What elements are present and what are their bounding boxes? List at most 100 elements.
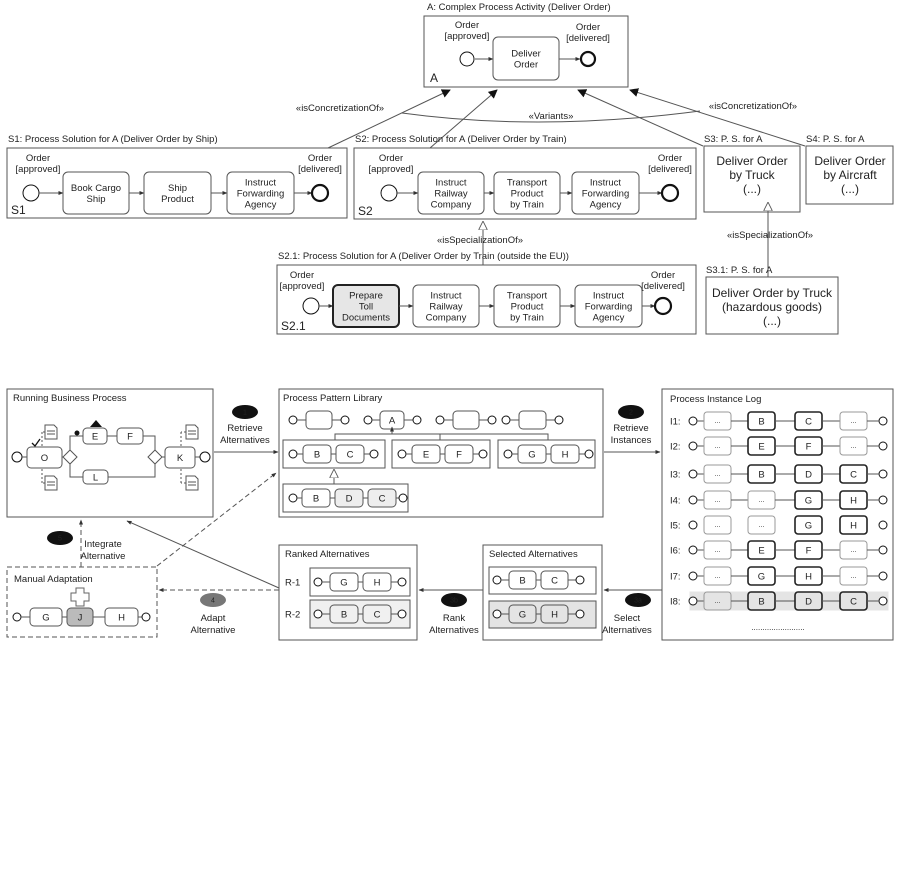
end-event bbox=[660, 183, 680, 203]
task-l-label: L bbox=[93, 473, 98, 484]
pattern-placeholder[interactable] bbox=[452, 410, 480, 430]
instance-row-label: I2: bbox=[670, 442, 681, 453]
instance-task-label: ... bbox=[851, 443, 857, 450]
instance-task-label: ... bbox=[759, 522, 765, 529]
start-event bbox=[688, 441, 698, 451]
step-badge-s4 bbox=[200, 593, 226, 607]
pattern-task-label: B bbox=[314, 450, 320, 461]
end-event bbox=[487, 415, 497, 425]
step-label: Retrieve bbox=[613, 423, 648, 434]
step-badge-s1 bbox=[232, 405, 258, 419]
start-event bbox=[492, 609, 502, 619]
start-event-label: Order bbox=[26, 153, 50, 164]
task-label: Agency bbox=[593, 313, 625, 324]
step-badge-s2 bbox=[618, 405, 644, 419]
pattern-task-label: F bbox=[456, 450, 462, 461]
end-event-label: [delivered] bbox=[566, 33, 610, 44]
task-label: Toll bbox=[359, 302, 373, 313]
instance-task[interactable] bbox=[703, 515, 732, 535]
step-label: Select bbox=[614, 613, 641, 624]
start-event bbox=[363, 415, 373, 425]
end-event bbox=[575, 575, 585, 585]
instance-task-label: B bbox=[758, 597, 764, 608]
start-event-label: [approved] bbox=[280, 281, 325, 292]
end-event bbox=[369, 449, 379, 459]
pattern-task-label: D bbox=[346, 494, 353, 505]
start-event bbox=[12, 612, 22, 622]
start-event-label: Order bbox=[290, 270, 314, 281]
task-label: Transport bbox=[507, 178, 548, 189]
pattern-placeholder[interactable] bbox=[518, 410, 547, 430]
task-label: Company bbox=[426, 313, 467, 324]
instance-row-label: I5: bbox=[670, 521, 681, 532]
hierarchy-line bbox=[334, 433, 549, 440]
task-k-label: K bbox=[177, 453, 184, 464]
start-event-label: [approved] bbox=[445, 31, 490, 42]
step-number: 1 bbox=[243, 410, 247, 417]
end-event bbox=[878, 469, 888, 479]
end-event-label: Order bbox=[651, 270, 675, 281]
document-icon bbox=[185, 424, 199, 440]
start-event bbox=[688, 545, 698, 555]
instance-task-label: H bbox=[805, 572, 812, 583]
instance-task-label: E bbox=[758, 546, 764, 557]
concretization-arrow-s1 bbox=[327, 89, 451, 149]
s3-text: by Truck bbox=[729, 168, 775, 182]
step-label: Alternatives bbox=[602, 625, 652, 636]
instance-task-label: E bbox=[758, 442, 764, 453]
step-badge-s3b bbox=[441, 593, 467, 607]
adaptation-task-label: G bbox=[42, 613, 49, 624]
start-event bbox=[503, 449, 513, 459]
concretization-arrow-s4 bbox=[629, 88, 806, 147]
instance-task-label: H bbox=[850, 521, 857, 532]
step-badge-s3a bbox=[625, 593, 651, 607]
task-o-label: O bbox=[41, 453, 48, 464]
end-event bbox=[878, 520, 888, 530]
step-label: Instances bbox=[611, 435, 652, 446]
step-label: Alternative bbox=[81, 551, 126, 562]
task-label: Forwarding bbox=[585, 302, 633, 313]
pattern-task-label: C bbox=[347, 450, 354, 461]
instance-task-label: G bbox=[805, 521, 812, 532]
pattern-task-label: G bbox=[528, 450, 535, 461]
instance-task-label: ... bbox=[715, 547, 721, 554]
start-event bbox=[688, 596, 698, 606]
step-badge-s5 bbox=[47, 531, 73, 545]
s3_1-title: S3.1: P. S. for A bbox=[706, 265, 773, 276]
gateway-join bbox=[147, 449, 163, 465]
instance-task[interactable] bbox=[747, 515, 776, 535]
task-label: Instruct bbox=[435, 178, 467, 189]
instance-task[interactable] bbox=[839, 515, 868, 535]
specialization-label: «isSpecializationOf» bbox=[727, 230, 813, 241]
s3_1-text: Deliver Order by Truck bbox=[712, 286, 833, 300]
pattern-placeholder[interactable] bbox=[305, 410, 333, 430]
task-label: Book Cargo bbox=[71, 183, 121, 194]
s4-title: S4: P. S. for A bbox=[806, 134, 865, 145]
end-event-label: Order bbox=[658, 153, 682, 164]
alternative-task-label: G bbox=[519, 610, 526, 621]
add-icon bbox=[70, 587, 90, 607]
instance-task[interactable] bbox=[794, 515, 823, 535]
instance-row-label: I3: bbox=[670, 470, 681, 481]
specialization-label: «isSpecializationOf» bbox=[437, 235, 523, 246]
task-label: Instruct bbox=[430, 291, 462, 302]
concretization-label: «isConcretizationOf» bbox=[296, 103, 384, 114]
step-label: Retrieve bbox=[227, 423, 262, 434]
task-label: Ship bbox=[168, 183, 187, 194]
end-event bbox=[397, 609, 407, 619]
instance-task-label: H bbox=[850, 496, 857, 507]
task-label: by Train bbox=[510, 313, 544, 324]
add-pattern-arrow bbox=[156, 472, 277, 567]
instance-task-label: ... bbox=[715, 418, 721, 425]
start-event-label: [approved] bbox=[369, 164, 414, 175]
complex-activity-title: A: Complex Process Activity (Deliver Ord… bbox=[427, 2, 611, 13]
end-event bbox=[878, 571, 888, 581]
alternative-task-label: H bbox=[551, 610, 558, 621]
instance-task-label: ... bbox=[851, 573, 857, 580]
instance-row-label: I4: bbox=[670, 496, 681, 507]
instance-log-title: Process Instance Log bbox=[670, 394, 761, 405]
end-event bbox=[398, 493, 408, 503]
end-event bbox=[878, 495, 888, 505]
step-label: Alternatives bbox=[220, 435, 270, 446]
alternative-task-label: G bbox=[340, 578, 347, 589]
